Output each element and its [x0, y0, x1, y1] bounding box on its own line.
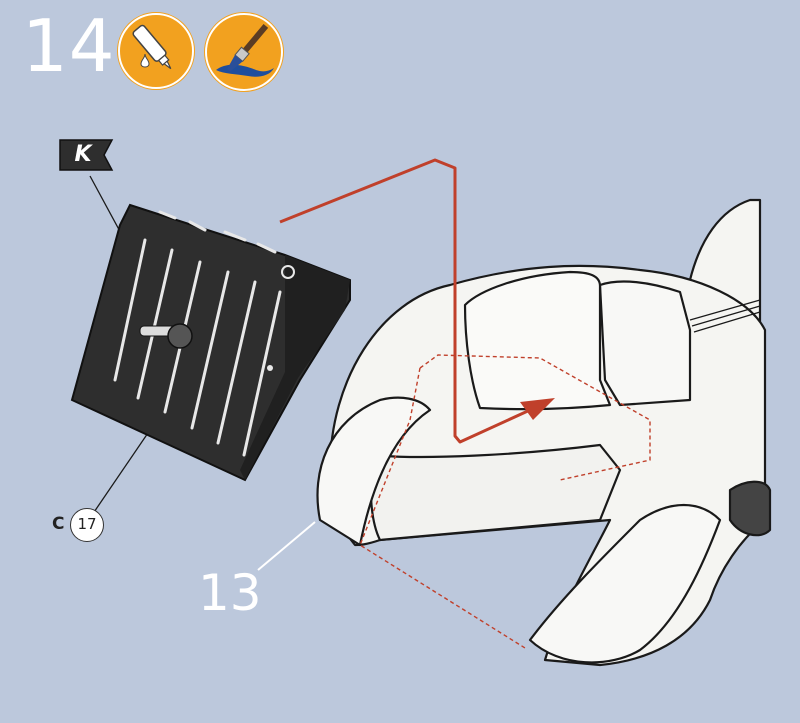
glue-icon [117, 12, 195, 90]
paint-brush-icon [204, 12, 284, 92]
placement-outline [359, 354, 651, 649]
sprue-number: 17 [70, 508, 104, 542]
part-k [70, 203, 351, 482]
car-body [316, 198, 772, 667]
part-flag [59, 139, 114, 171]
step-number: 14 [22, 4, 116, 88]
placement-arrow [279, 158, 531, 444]
sprue-letter: C [52, 514, 65, 534]
assembly-number: 13 [198, 564, 262, 622]
part-flag-letter: K [74, 142, 92, 167]
arrow-head [520, 398, 555, 420]
